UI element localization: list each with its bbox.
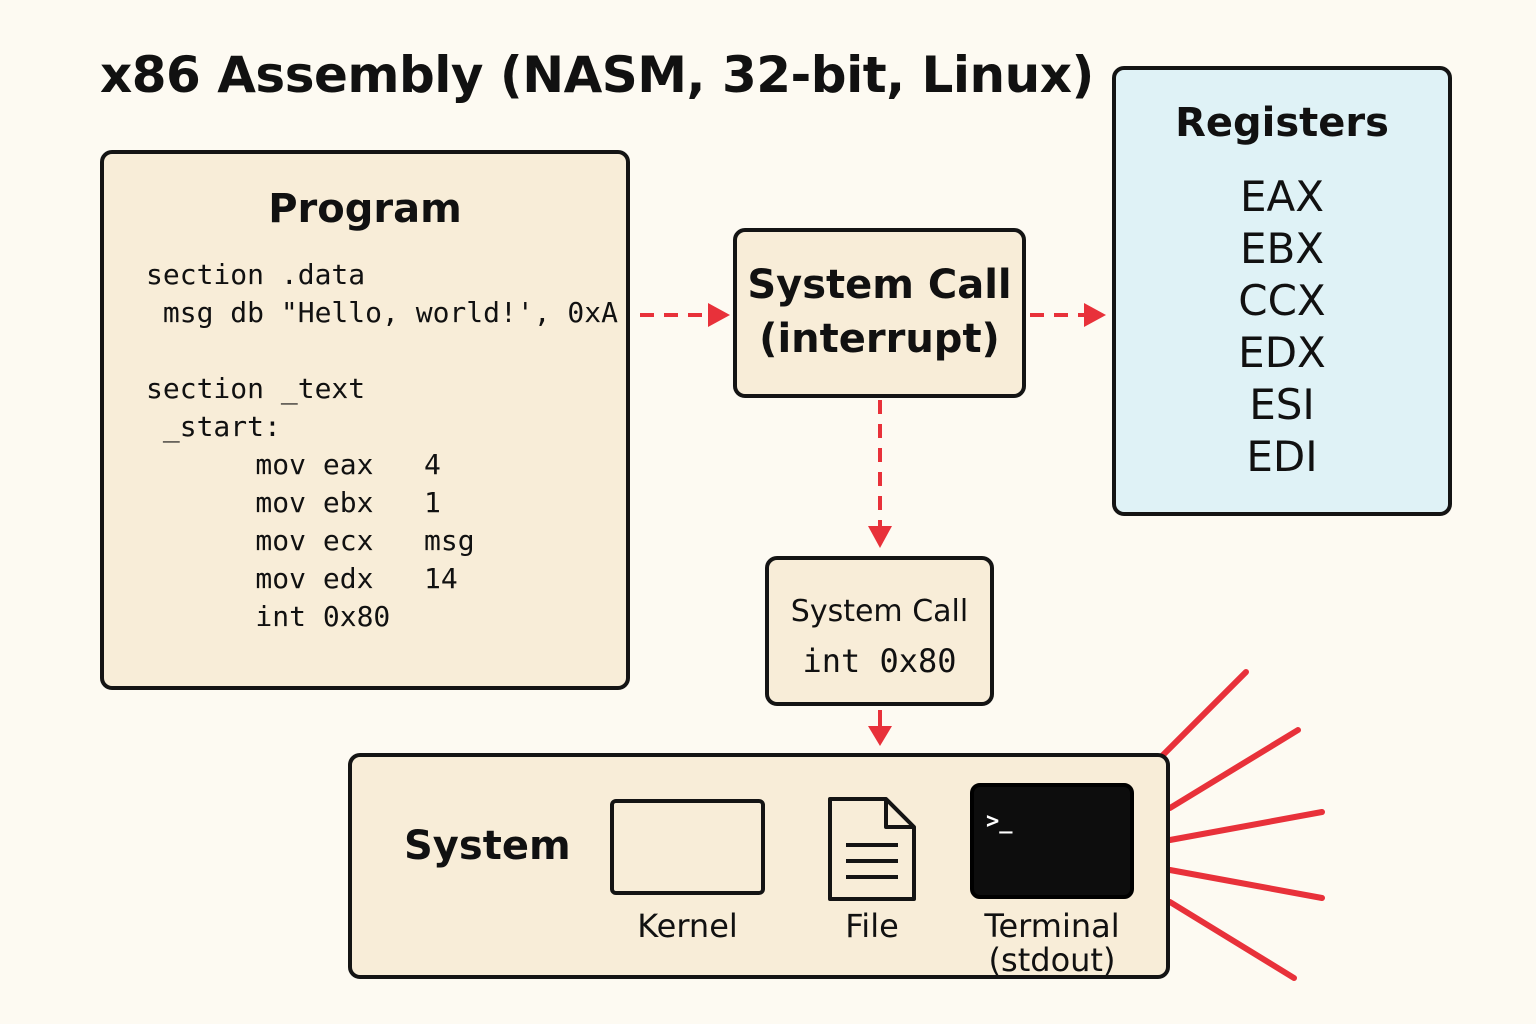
system-call-label: System Call xyxy=(747,262,1012,308)
register-item: EDX xyxy=(1238,328,1326,377)
register-item: EAX xyxy=(1239,172,1325,221)
register-item: CCX xyxy=(1238,276,1326,325)
code-line: mov ebx 1 xyxy=(188,486,441,519)
page-title: x86 Assembly (NASM, 32-bit, Linux) xyxy=(100,46,1094,104)
registers-box: Registers EAX EBX CCX EDX ESI EDI xyxy=(1112,66,1452,516)
register-item: EBX xyxy=(1239,224,1325,273)
code-line: mov ecx msg xyxy=(188,524,475,557)
arrowhead-syscall-down xyxy=(868,526,892,548)
code-line: section _text xyxy=(146,372,366,405)
code-line: section .data xyxy=(146,258,366,291)
registers-heading: Registers xyxy=(1175,100,1389,146)
code-line: _start: xyxy=(146,410,281,443)
arrowhead-program-to-syscall xyxy=(708,303,730,327)
code-line: msg db "Hello, world!', 0xA xyxy=(146,296,619,329)
code-line: int 0x80 xyxy=(188,600,391,633)
program-heading: Program xyxy=(268,186,462,232)
program-box: Program section .data msg db "Hello, wor… xyxy=(100,150,630,690)
arrowhead-to-system xyxy=(868,726,892,746)
file-label: File xyxy=(845,907,899,945)
register-item: EDI xyxy=(1246,432,1318,481)
terminal-icon: >_ xyxy=(970,783,1134,899)
output-rays xyxy=(1160,669,1325,981)
system-call-label: System Call xyxy=(790,594,969,629)
system-heading: System xyxy=(404,823,571,869)
system-call-box: System Call int 0x80 xyxy=(765,556,994,706)
register-item: ESI xyxy=(1249,380,1315,429)
stdout-label: (stdout) xyxy=(988,941,1116,979)
terminal-prompt: >_ xyxy=(986,809,1013,834)
system-call-interrupt-box: System Call (interrupt) xyxy=(733,228,1026,398)
code-line: mov edx 14 xyxy=(188,562,458,595)
arrowhead-syscall-to-registers xyxy=(1084,303,1106,327)
kernel-label: Kernel xyxy=(637,907,738,945)
terminal-label: Terminal xyxy=(984,907,1120,945)
system-box: System Kernel File >_ Terminal (stdout) xyxy=(348,753,1170,979)
code-line: mov eax 4 xyxy=(188,448,441,481)
interrupt-label: (interrupt) xyxy=(759,316,1000,362)
kernel-icon xyxy=(610,799,765,895)
file-icon xyxy=(828,797,916,901)
int-instruction-label: int 0x80 xyxy=(802,642,957,680)
